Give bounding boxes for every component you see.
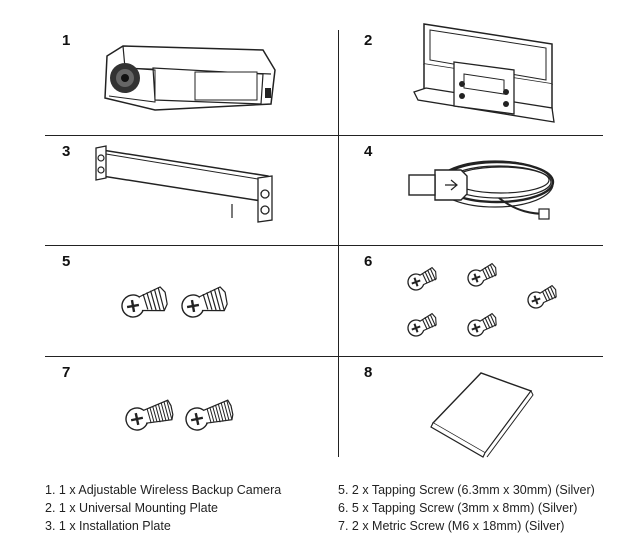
manual-illustration [430,372,534,458]
metric-screws-illustration [122,398,236,434]
legend-item: 3. 1 x Installation Plate [45,519,171,533]
item-number: 3 [62,143,71,160]
contents-legend-left: 1. 1 x Adjustable Wireless Backup Camera… [45,481,281,535]
item-number: 4 [364,143,373,160]
legend-item: 1. 1 x Adjustable Wireless Backup Camera [45,483,282,497]
tapping-screws-small-illustration [404,261,561,340]
tapping-screws-large-illustration [118,285,230,320]
divider [338,30,339,457]
item-number: 8 [364,364,373,381]
divider [45,135,603,136]
legend-item: 2. 1 x Universal Mounting Plate [45,501,219,515]
item-cell-1: 1 [45,25,324,133]
item-number: 6 [364,253,373,270]
divider [45,356,603,357]
legend-item: 6. 5 x Tapping Screw (3mm x 8mm) (Silver… [338,501,578,515]
camera-illustration [104,45,276,111]
item-cell-4: 4 [339,136,618,244]
item-cell-5: 5 [45,246,324,354]
mounting-plate-illustration [413,23,555,123]
item-cell-2: 2 [339,23,618,133]
item-number: 1 [62,32,71,49]
contents-grid: 1 2 3 [45,23,603,458]
divider [45,245,603,246]
item-cell-7: 7 [45,357,324,465]
item-number: 2 [364,32,373,49]
legend-item: 5. 2 x Tapping Screw (6.3mm x 30mm) (Sil… [338,483,595,497]
installation-plate-illustration [95,145,273,223]
item-number: 7 [62,364,71,381]
item-cell-3: 3 [45,136,324,244]
usb-cable-illustration [408,160,555,220]
contents-legend-right: 5. 2 x Tapping Screw (6.3mm x 30mm) (Sil… [338,481,595,535]
item-number: 5 [62,253,71,270]
item-cell-6: 6 [339,246,618,354]
legend-item: 7. 2 x Metric Screw (M6 x 18mm) (Silver) [338,519,565,533]
item-cell-8: 8 [339,357,618,465]
